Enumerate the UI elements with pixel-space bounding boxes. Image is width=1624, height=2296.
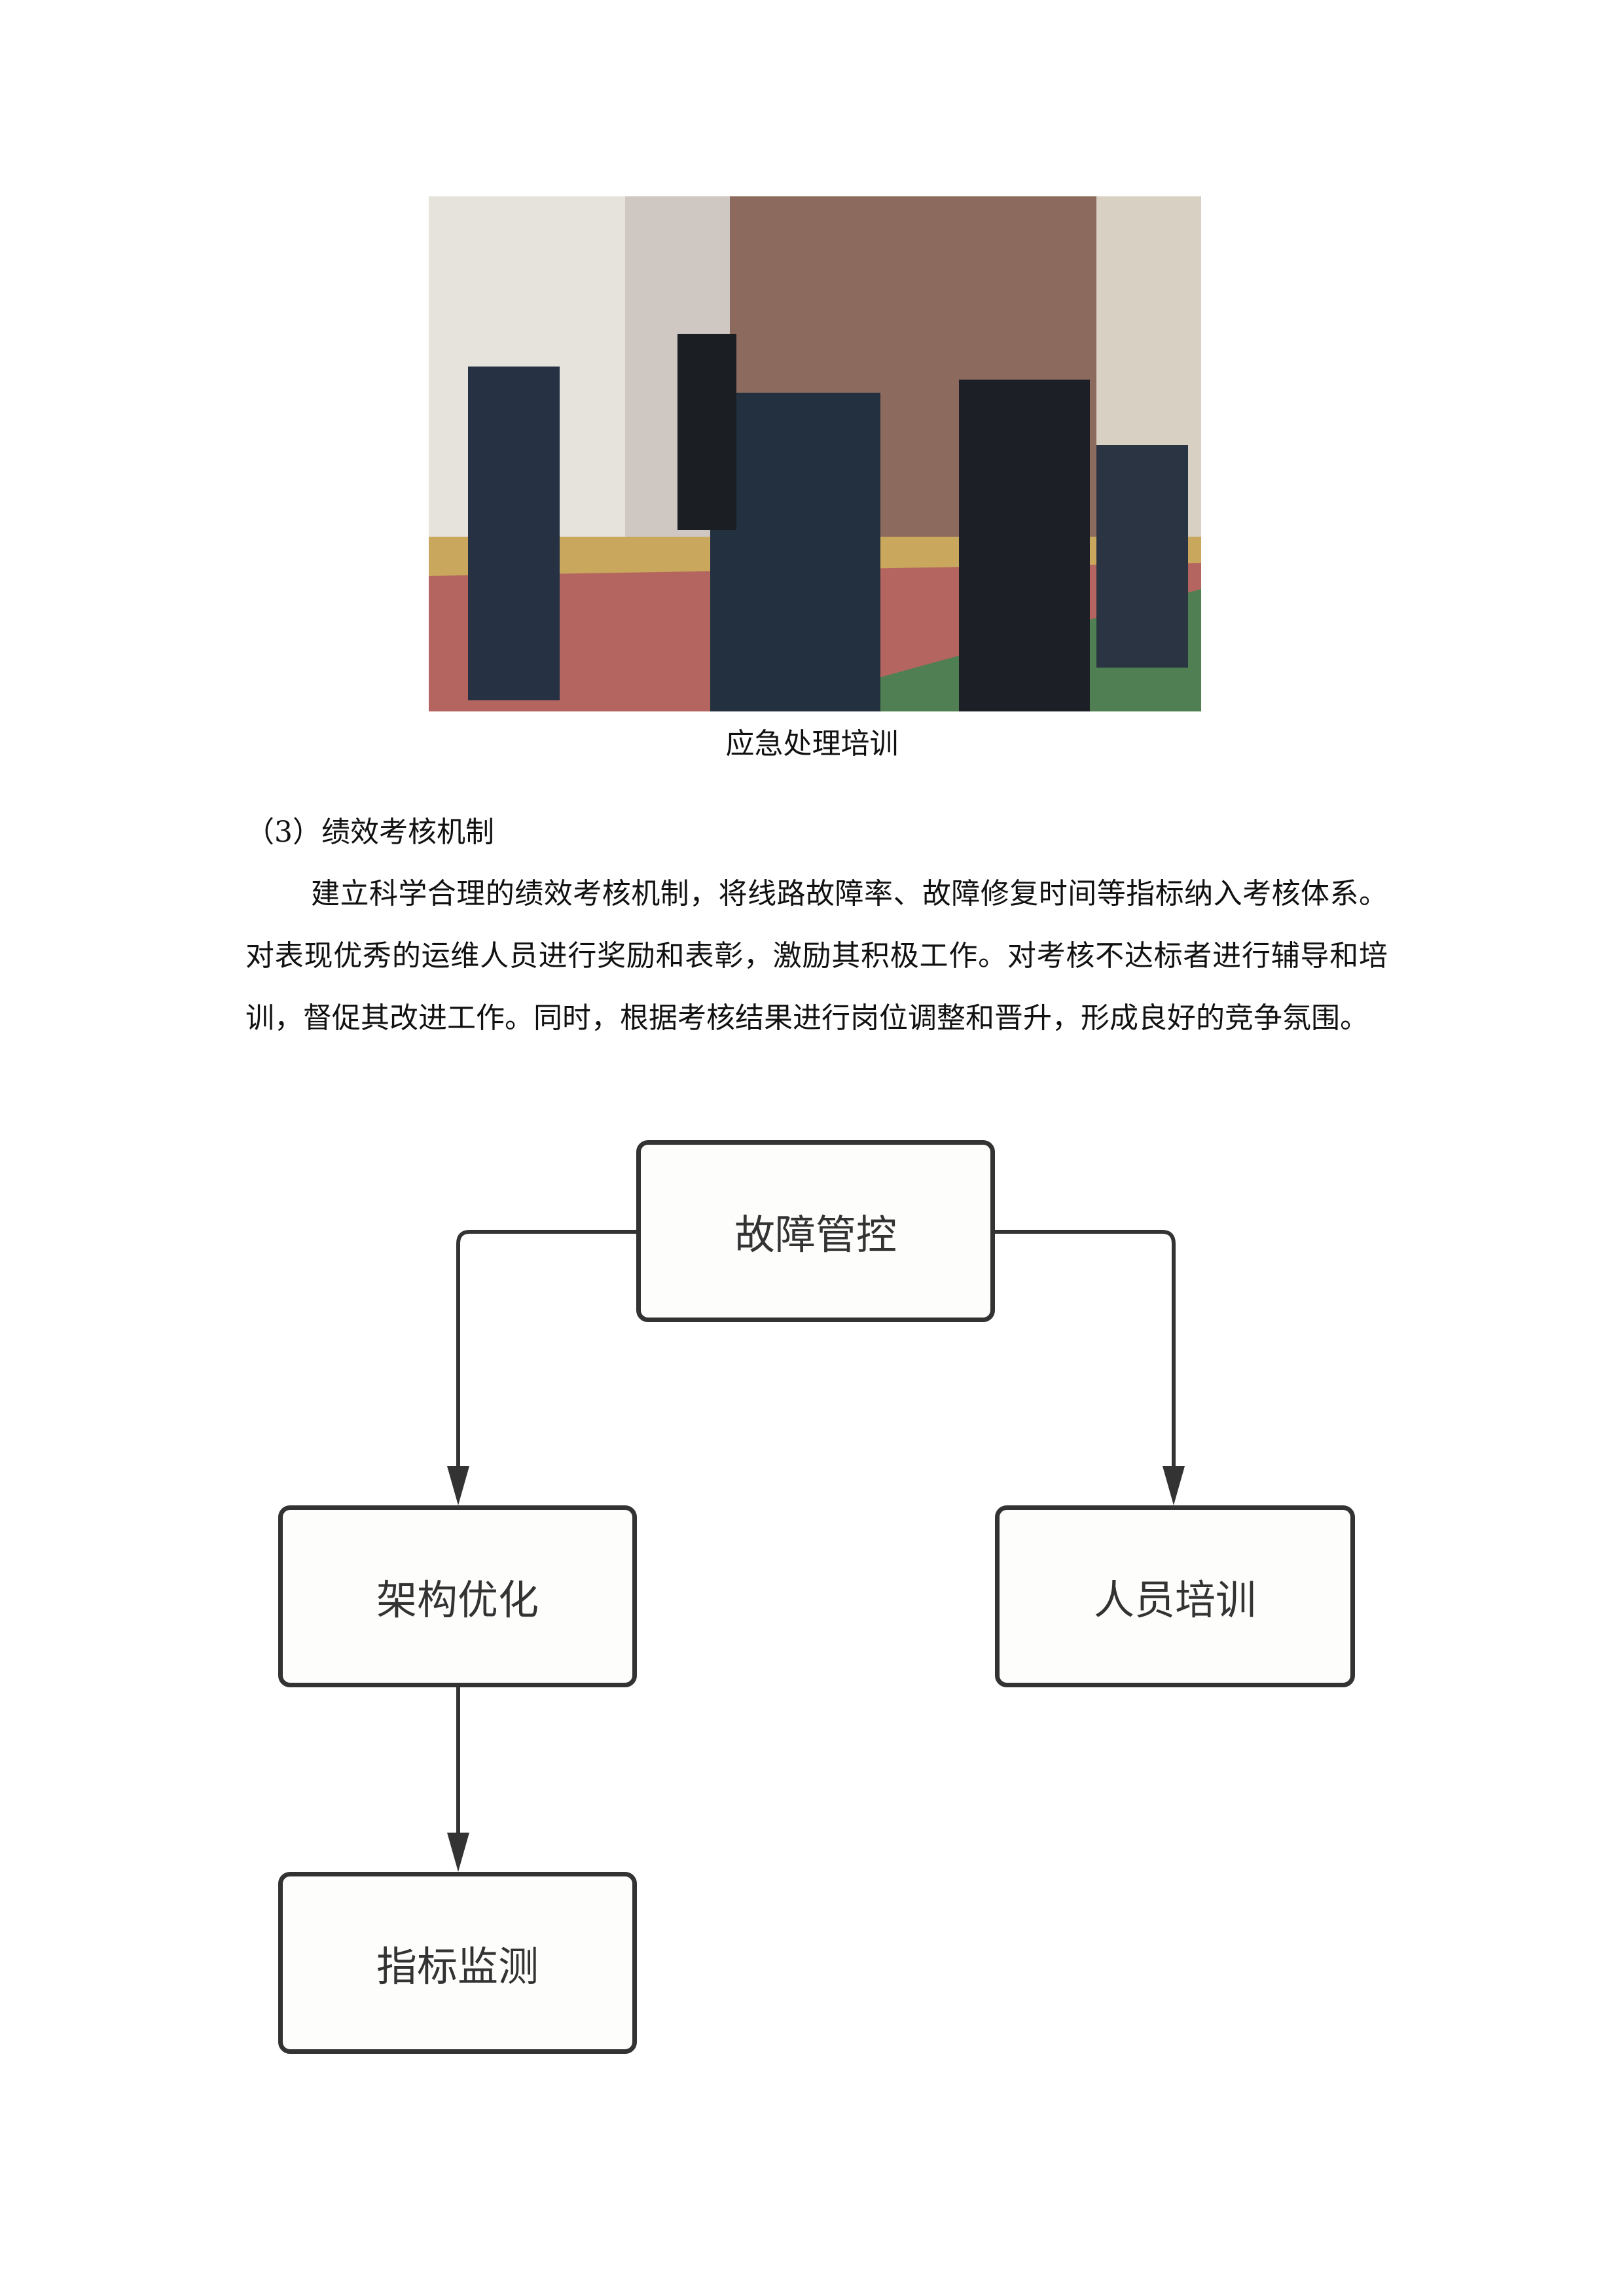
training-photo <box>429 196 1201 711</box>
node-metric-monitoring: 指标监测 <box>278 1872 637 2054</box>
arrowhead-icon <box>1163 1466 1185 1505</box>
edge-root-left <box>456 1230 636 1466</box>
node-architecture-optimization: 架构优化 <box>278 1505 637 1687</box>
node-fault-control: 故障管控 <box>636 1140 995 1322</box>
node-staff-training: 人员培训 <box>995 1505 1355 1687</box>
section-paragraph: 建立科学合理的绩效考核机制，将线路故障率、故障修复时间等指标纳入考核体系。对表现… <box>245 877 1388 1035</box>
edge-root-right <box>995 1230 1176 1466</box>
figure-caption: 应急处理培训 <box>725 727 899 761</box>
arrowhead-icon <box>447 1833 469 1872</box>
photo-illustration <box>429 196 1201 711</box>
arrowhead-icon <box>447 1466 469 1505</box>
section-heading: （3）绩效考核机制 <box>245 816 494 849</box>
